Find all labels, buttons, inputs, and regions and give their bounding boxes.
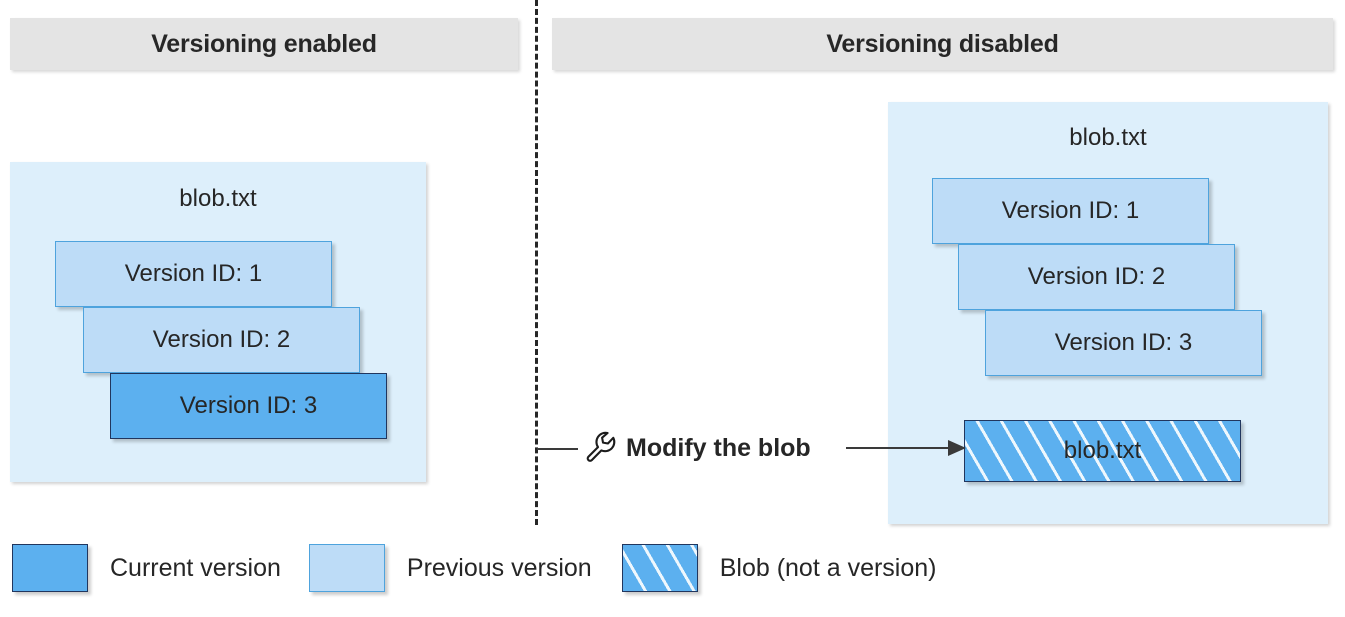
legend-swatch-blob-not-a-version bbox=[621, 544, 698, 592]
modify-the-blob-label: Modify the blob bbox=[626, 433, 811, 462]
blob-name-label: blob.txt bbox=[1069, 124, 1147, 151]
legend-swatch-current-version bbox=[12, 544, 88, 592]
legend: Current version Previous version Blob (n… bbox=[12, 540, 937, 596]
version-box-label: Version ID: 3 bbox=[179, 392, 318, 419]
column-header-label: Versioning disabled bbox=[826, 29, 1059, 58]
vertical-dashed-divider bbox=[535, 0, 538, 525]
legend-label: Blob (not a version) bbox=[719, 553, 937, 582]
blob-box-label: blob.txt bbox=[1063, 437, 1142, 464]
legend-label: Previous version bbox=[406, 553, 592, 582]
version-box-label: Version ID: 1 bbox=[1001, 197, 1140, 224]
blob-container-versioning-enabled: blob.txt Version ID: 1 Version ID: 2 Ver… bbox=[10, 162, 426, 482]
modify-arrow-icon bbox=[846, 440, 966, 456]
wrench-icon bbox=[583, 429, 617, 468]
version-box-1-enabled: Version ID: 1 bbox=[55, 241, 332, 307]
version-box-2-disabled: Version ID: 2 bbox=[958, 244, 1235, 310]
version-box-3-disabled: Version ID: 3 bbox=[985, 310, 1262, 376]
version-box-label: Version ID: 1 bbox=[124, 260, 263, 287]
column-header-versioning-enabled: Versioning enabled bbox=[10, 18, 518, 70]
column-header-versioning-disabled: Versioning disabled bbox=[552, 18, 1333, 70]
version-box-3-enabled-current: Version ID: 3 bbox=[110, 373, 387, 439]
version-box-label: Version ID: 3 bbox=[1054, 329, 1193, 356]
version-box-2-enabled: Version ID: 2 bbox=[83, 307, 360, 373]
version-box-1-disabled: Version ID: 1 bbox=[932, 178, 1209, 244]
legend-item-previous-version: Previous version bbox=[308, 540, 592, 596]
modify-the-blob-action: Modify the blob bbox=[583, 424, 811, 472]
blob-name-label: blob.txt bbox=[179, 185, 257, 212]
blob-not-a-version-box: blob.txt bbox=[964, 420, 1241, 482]
legend-item-blob-not-a-version: Blob (not a version) bbox=[621, 540, 937, 596]
legend-item-current-version: Current version bbox=[12, 540, 281, 596]
legend-label: Current version bbox=[110, 553, 281, 582]
version-box-label: Version ID: 2 bbox=[152, 326, 291, 353]
version-box-label: Version ID: 2 bbox=[1027, 263, 1166, 290]
column-header-label: Versioning enabled bbox=[151, 29, 377, 58]
legend-swatch-previous-version bbox=[308, 544, 385, 592]
blob-container-versioning-disabled: blob.txt Version ID: 1 Version ID: 2 Ver… bbox=[888, 102, 1328, 524]
modify-connector-line-left bbox=[537, 448, 578, 450]
